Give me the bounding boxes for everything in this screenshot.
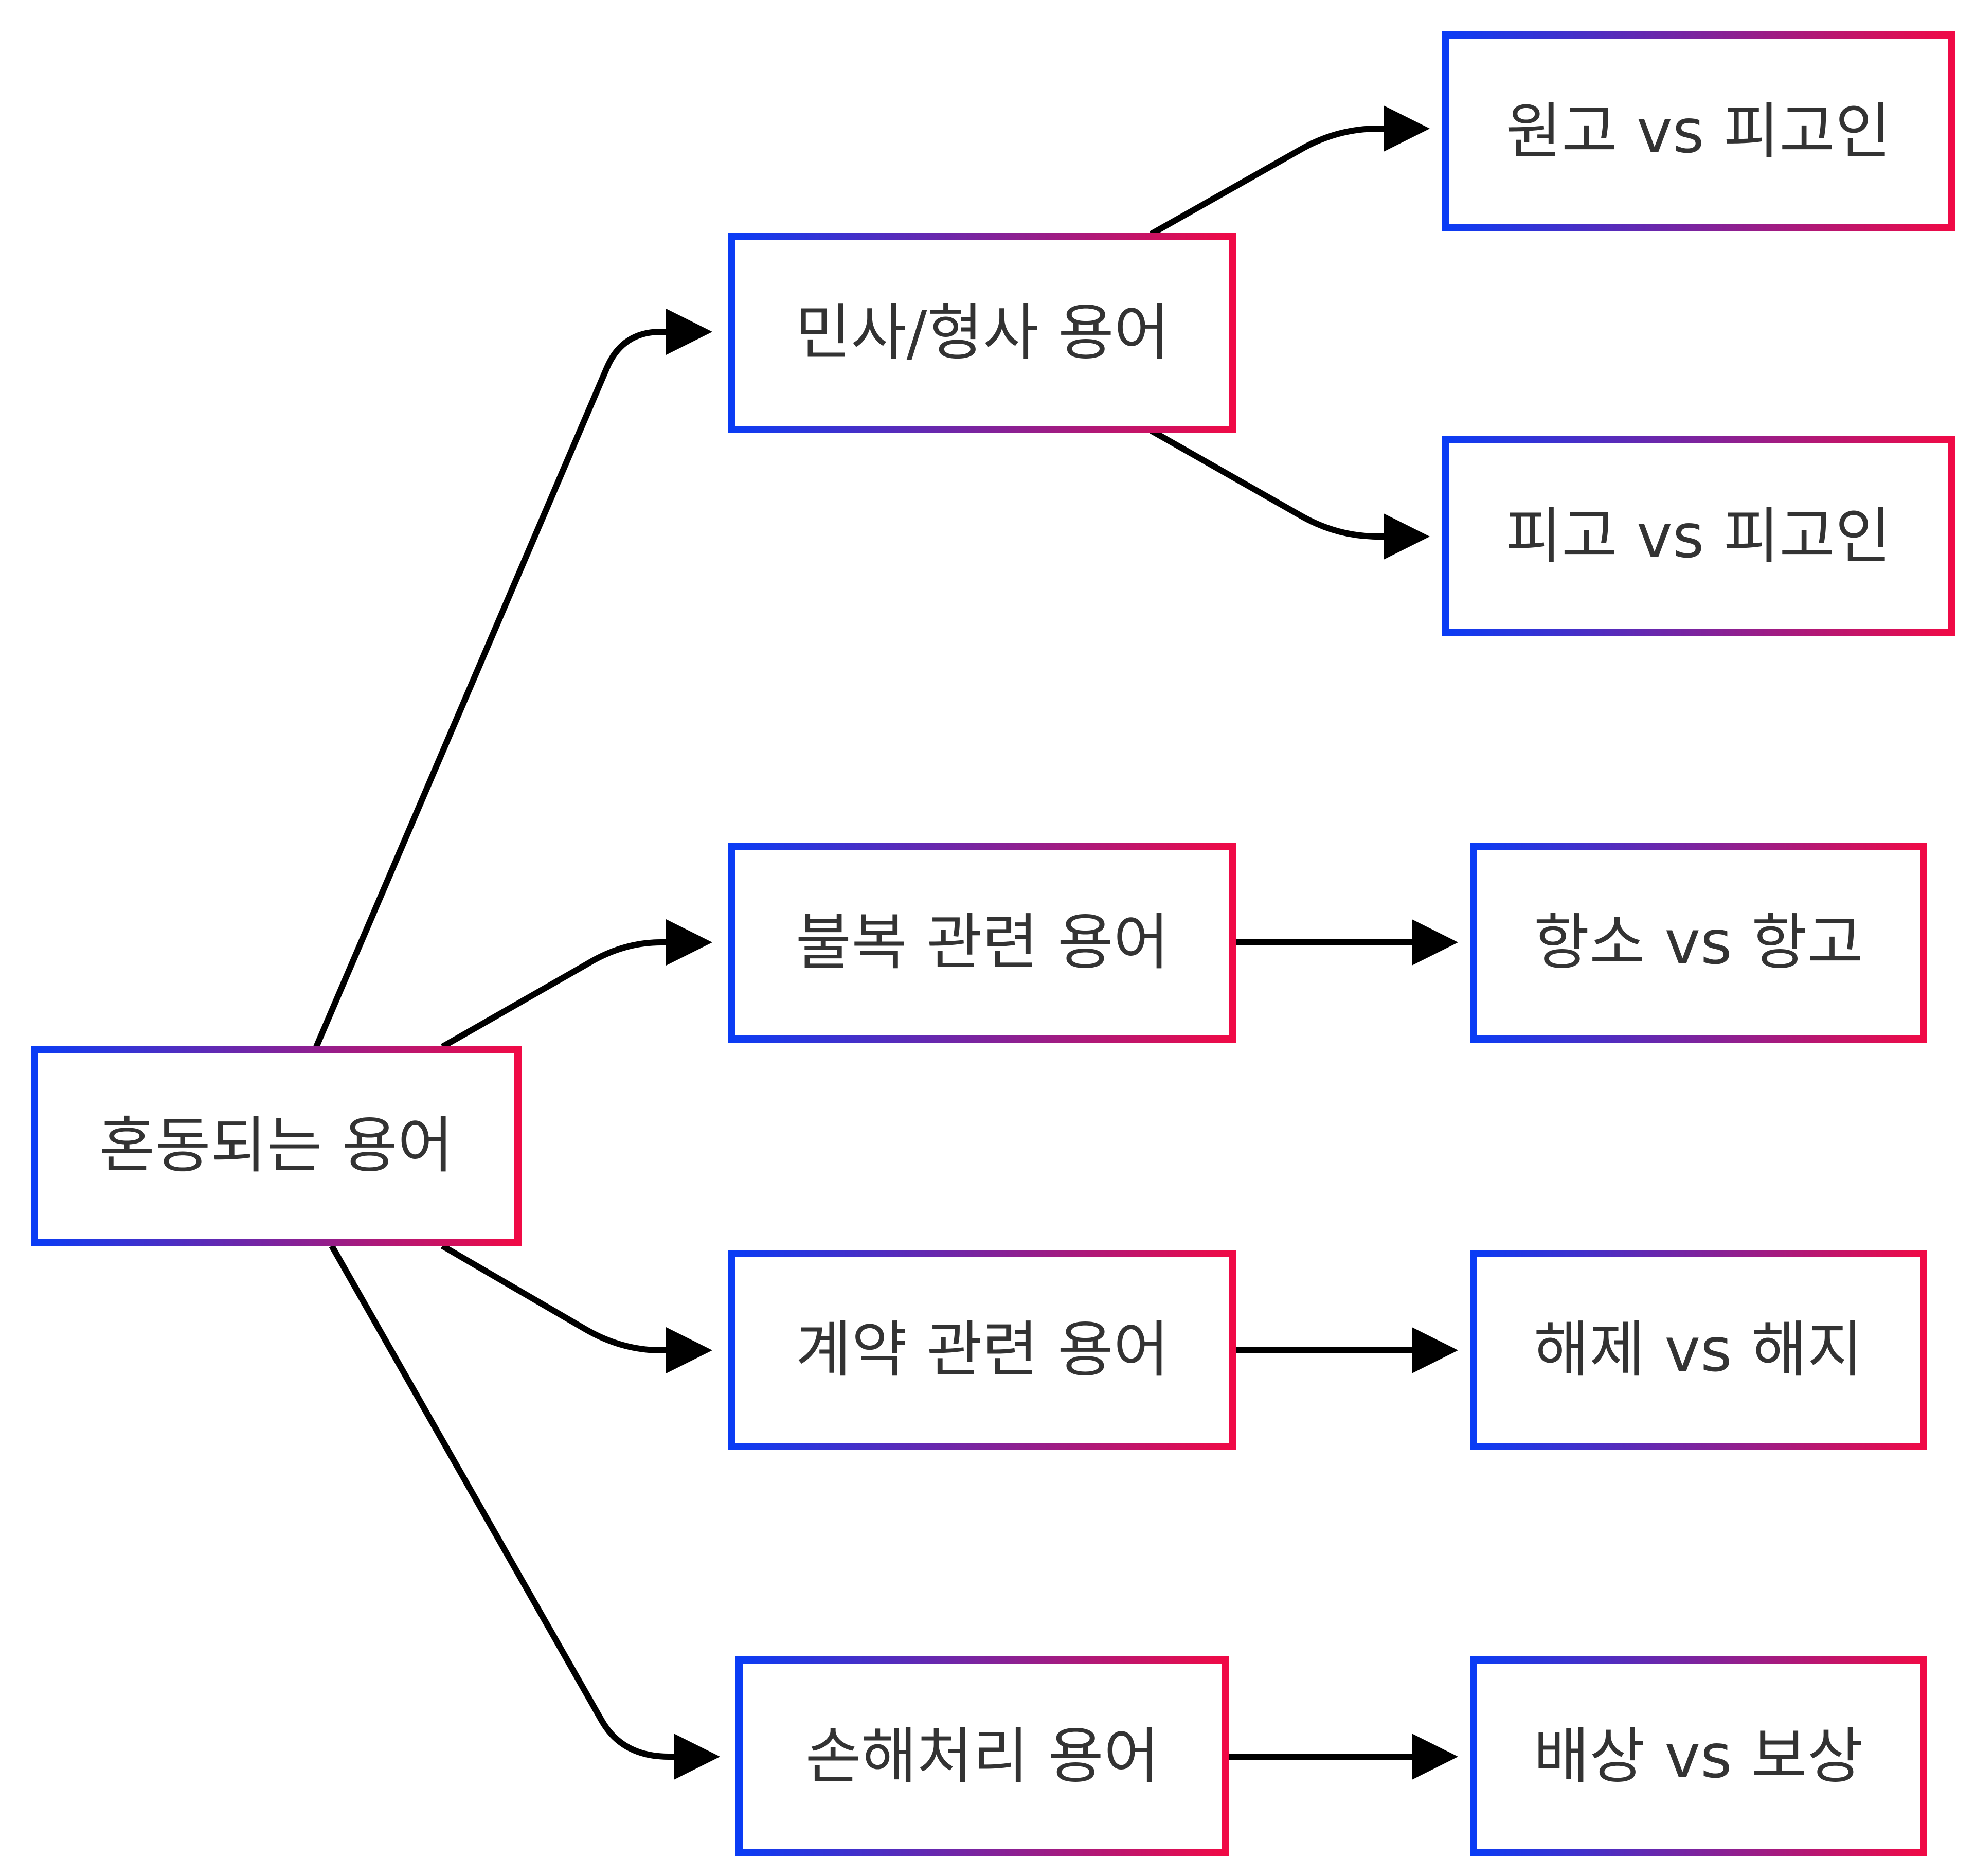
- edge-civil-criminal-to-plaintiff: [1150, 105, 1430, 237]
- node-hangso-vs-hanggo-label: 항소 vs 항고: [1534, 907, 1863, 978]
- node-baesang-vs-bosang[interactable]: 배상 vs 보상: [1470, 1656, 1927, 1856]
- node-appeal[interactable]: 불복 관련 용어: [728, 843, 1236, 1043]
- node-damages-box: [735, 1656, 1229, 1856]
- node-root[interactable]: 혼동되는 용어: [31, 1046, 522, 1246]
- nodes: 혼동되는 용어 민사/형사 용어 불복 관련 용어 계약 관련 용어 손해처리 …: [31, 31, 1955, 1856]
- edge-root-to-damages: [329, 1244, 720, 1780]
- node-appeal-label: 불복 관련 용어: [796, 907, 1169, 978]
- node-contract-box: [728, 1250, 1236, 1450]
- node-damages[interactable]: 손해처리 용어: [735, 1656, 1229, 1856]
- node-baesang-vs-bosang-box: [1470, 1656, 1927, 1856]
- edge-root-to-appeal: [441, 919, 712, 1050]
- node-civil-criminal[interactable]: 민사/형사 용어: [728, 233, 1236, 433]
- node-root-label: 혼동되는 용어: [99, 1110, 454, 1181]
- edges: [313, 105, 1458, 1780]
- node-defendant-vs-accused-box: [1442, 436, 1955, 636]
- node-plaintiff-vs-defendant-label: 원고 vs 피고인: [1505, 96, 1891, 167]
- node-baesang-vs-bosang-label: 배상 vs 보상: [1534, 1721, 1863, 1792]
- node-appeal-box: [728, 843, 1236, 1043]
- node-hangso-vs-hanggo[interactable]: 항소 vs 항고: [1470, 843, 1927, 1043]
- node-civil-criminal-label: 민사/형사 용어: [795, 297, 1170, 368]
- edge-root-to-civil-criminal: [313, 309, 712, 1048]
- node-plaintiff-vs-defendant[interactable]: 원고 vs 피고인: [1442, 31, 1955, 231]
- node-civil-criminal-box: [728, 233, 1236, 433]
- node-contract-label: 계약 관련 용어: [796, 1314, 1169, 1385]
- node-damages-label: 손해처리 용어: [805, 1721, 1160, 1792]
- node-defendant-vs-accused-label: 피고 vs 피고인: [1505, 501, 1891, 571]
- node-plaintiff-vs-defendant-box: [1442, 31, 1955, 231]
- edge-root-to-contract: [440, 1243, 712, 1373]
- node-defendant-vs-accused[interactable]: 피고 vs 피고인: [1442, 436, 1955, 636]
- node-hangso-vs-hanggo-box: [1470, 843, 1927, 1043]
- node-haeje-vs-haeji-box: [1470, 1250, 1927, 1450]
- node-haeje-vs-haeji[interactable]: 해제 vs 해지: [1470, 1250, 1927, 1450]
- node-root-box: [31, 1046, 522, 1246]
- node-contract[interactable]: 계약 관련 용어: [728, 1250, 1236, 1450]
- node-haeje-vs-haeji-label: 해제 vs 해지: [1534, 1314, 1863, 1385]
- edge-civil-criminal-to-defendant: [1150, 427, 1430, 560]
